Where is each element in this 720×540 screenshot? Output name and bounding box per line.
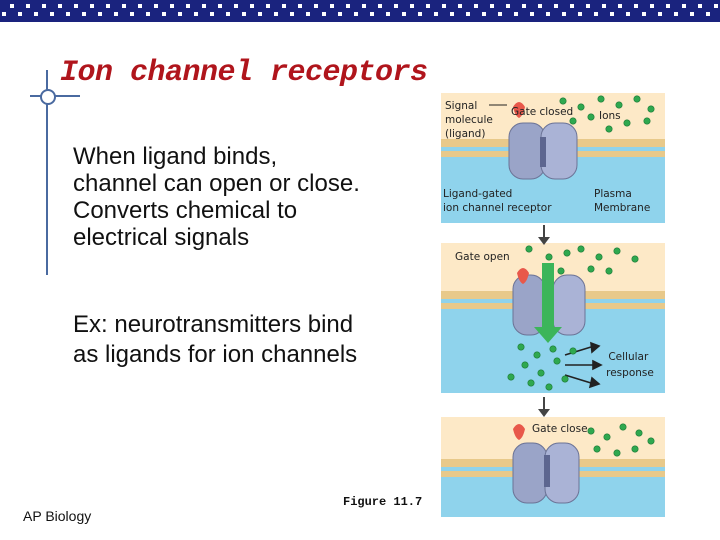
ion-particle xyxy=(619,423,627,431)
ligand-icon xyxy=(513,102,525,118)
label-receptor: Ligand-gated ion channel receptor xyxy=(443,188,552,214)
footer-course-label: AP Biology xyxy=(23,508,92,524)
channel-closed-icon xyxy=(508,122,578,180)
ion-particle xyxy=(593,445,601,453)
ion-particle xyxy=(587,427,595,435)
body-line: electrical signals xyxy=(73,224,250,251)
ion-particle xyxy=(633,95,641,103)
ion-particle xyxy=(643,117,651,125)
ion-particle xyxy=(577,103,585,111)
example-line: Ex: neurotransmitters bind xyxy=(73,311,354,338)
ion-particle xyxy=(537,369,545,377)
label-gate-open: Gate open xyxy=(455,251,510,263)
ion-particle xyxy=(569,117,577,125)
figure-panel-gate-open xyxy=(441,243,665,393)
crosshair-icon xyxy=(40,89,56,105)
example-line: as ligands for ion channels xyxy=(73,341,358,368)
figure-label: Figure 11.7 xyxy=(343,495,423,509)
ion-particle xyxy=(597,95,605,103)
ion-particle xyxy=(557,267,565,275)
label-gate-close: Gate close xyxy=(532,423,588,435)
ion-particle xyxy=(613,247,621,255)
ion-particle xyxy=(605,267,613,275)
ion-particle xyxy=(603,433,611,441)
ion-particle xyxy=(527,379,535,387)
example-text: Ex: neurotransmitters bind as ligands fo… xyxy=(73,310,433,370)
figure-panel-gate-closed xyxy=(441,93,665,223)
body-line: channel can open or close. xyxy=(73,170,360,197)
label-cellular-response: Cellular response xyxy=(606,351,654,379)
ion-particle xyxy=(563,249,571,257)
crosshair-vertical-line xyxy=(46,70,48,275)
ion-channel-figure: Signal molecule (ligand) Gate closed Ion… xyxy=(441,93,665,517)
ion-particle xyxy=(549,345,557,353)
ion-flow-arrow-icon xyxy=(542,263,554,329)
ion-particle xyxy=(569,347,577,355)
figure-panel-gate-close xyxy=(441,417,665,517)
ion-particle xyxy=(545,253,553,261)
label-ions: Ions xyxy=(599,110,621,122)
label-gate-closed: Gate closed xyxy=(511,106,573,118)
ion-particle xyxy=(545,383,553,391)
slide-title: Ion channel receptors xyxy=(60,56,428,90)
body-text: When ligand binds, channel can open or c… xyxy=(73,143,433,251)
ion-particle xyxy=(507,373,515,381)
ion-particle xyxy=(561,375,569,383)
label-signal-molecule: Signal molecule (ligand) xyxy=(445,100,496,140)
body-line: When ligand binds, xyxy=(73,143,278,170)
ion-particle xyxy=(521,361,529,369)
ion-particle xyxy=(647,437,655,445)
ion-particle xyxy=(533,351,541,359)
ion-particle xyxy=(615,101,623,109)
ion-particle xyxy=(605,125,613,133)
body-line: Converts chemical to xyxy=(73,197,298,224)
ion-particle xyxy=(647,105,655,113)
label-plasma-membrane: Plasma Membrane xyxy=(594,188,650,214)
ion-particle xyxy=(623,119,631,127)
ion-particle xyxy=(525,245,533,253)
ion-particle xyxy=(517,343,525,351)
ion-particle xyxy=(613,449,621,457)
ion-particle xyxy=(577,245,585,253)
top-decorative-bar xyxy=(0,0,720,22)
ion-particle xyxy=(595,253,603,261)
ion-particle xyxy=(587,265,595,273)
ion-particle xyxy=(553,357,561,365)
ion-particle xyxy=(559,97,567,105)
ion-particles xyxy=(507,95,655,457)
ion-particle xyxy=(631,255,639,263)
ion-particle xyxy=(631,445,639,453)
ion-particle xyxy=(635,429,643,437)
ion-particle xyxy=(587,113,595,121)
